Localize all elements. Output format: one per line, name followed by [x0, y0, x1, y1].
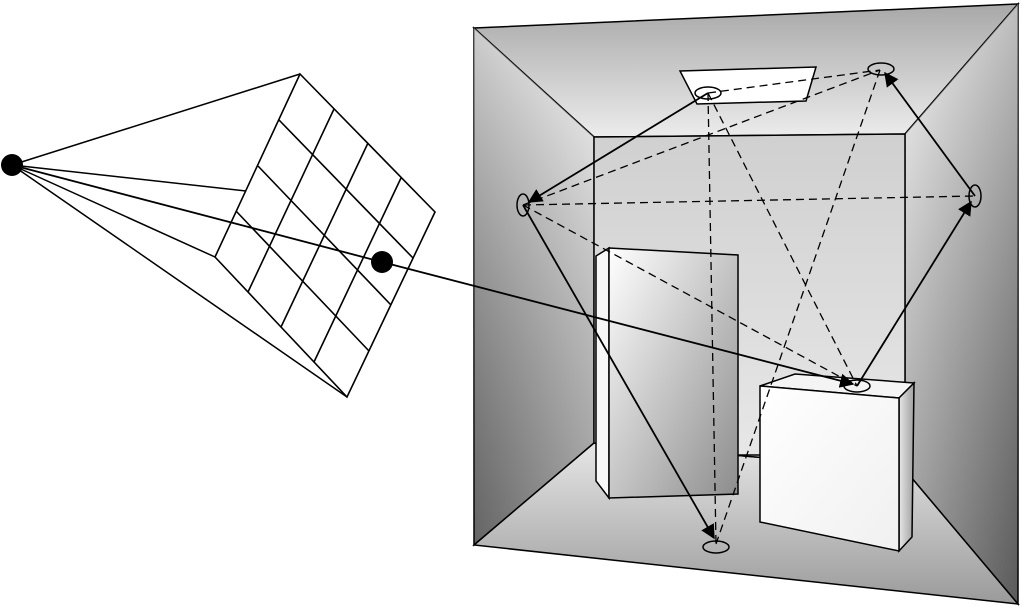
room — [472, 1, 1020, 607]
dashed-left-to-box-top — [522, 204, 858, 387]
left-wall — [473, 26, 595, 547]
floor-point — [702, 540, 730, 554]
dashed-ceiling-right-to-floor — [715, 69, 881, 545]
eye-point — [1, 154, 23, 176]
frustum-edge-top — [11, 73, 301, 166]
right-wall — [904, 1, 1019, 607]
solid-paths — [522, 71, 976, 540]
dashed-paths — [522, 69, 976, 545]
dashed-left-to-right-wall — [522, 195, 976, 206]
primary-ray — [11, 164, 855, 388]
ray-left-wall-to-floor — [522, 204, 715, 540]
eye-ray-to-scene — [381, 261, 855, 388]
frustum-edge-left — [11, 164, 216, 258]
ceiling-light — [678, 66, 818, 105]
tall-box — [595, 246, 739, 501]
pixel-sample-point — [371, 251, 393, 273]
short-box — [738, 373, 916, 553]
left-wall-point — [516, 193, 530, 217]
ceiling-right-point — [867, 62, 895, 76]
frustum-edge-bottom — [11, 164, 348, 398]
dashed-left-to-ceiling-right — [522, 69, 881, 206]
dashed-light-to-box-top — [707, 92, 858, 387]
ray-light-to-left-wall — [527, 92, 709, 203]
eye-ray-segment — [11, 164, 383, 263]
image-plane-grid — [214, 72, 436, 399]
ray-right-wall-to-ceiling — [884, 71, 976, 197]
dashed-light-to-ceiling-right — [707, 69, 881, 94]
right-wall-point — [968, 184, 982, 208]
ray-box-top-to-right-wall — [856, 200, 972, 387]
light-point — [694, 86, 722, 100]
dashed-light-to-floor — [707, 92, 717, 545]
